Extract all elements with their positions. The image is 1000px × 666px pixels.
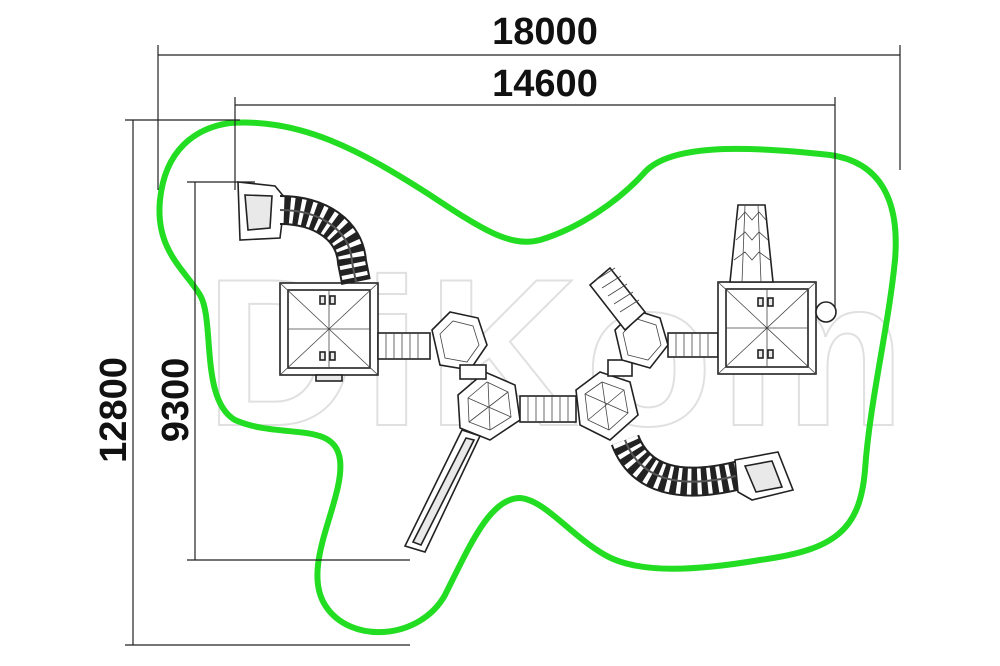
- straight-slide: [403, 429, 482, 553]
- center-left-tower: [457, 364, 521, 441]
- center-bridge: [519, 395, 577, 423]
- left-tube-slide: [237, 181, 371, 285]
- dimension-overall-height: 12800: [93, 357, 135, 463]
- right-tube-slide: [610, 433, 795, 501]
- safety-zone-outline: [156, 119, 899, 636]
- dimension-lines: [125, 45, 901, 646]
- wave-slide: [729, 204, 774, 283]
- left-bridge: [377, 332, 431, 360]
- dimension-overall-width: 18000: [492, 11, 598, 53]
- left-hexagon-tower: [431, 311, 488, 371]
- dimension-platform-height: 9300: [155, 358, 197, 443]
- center-right-tower: [575, 359, 639, 441]
- left-tower: [279, 282, 379, 382]
- right-bridge: [667, 332, 719, 358]
- right-tower: [717, 281, 837, 375]
- climbing-ladder: [588, 266, 647, 332]
- dimension-platform-width: 14600: [492, 63, 598, 105]
